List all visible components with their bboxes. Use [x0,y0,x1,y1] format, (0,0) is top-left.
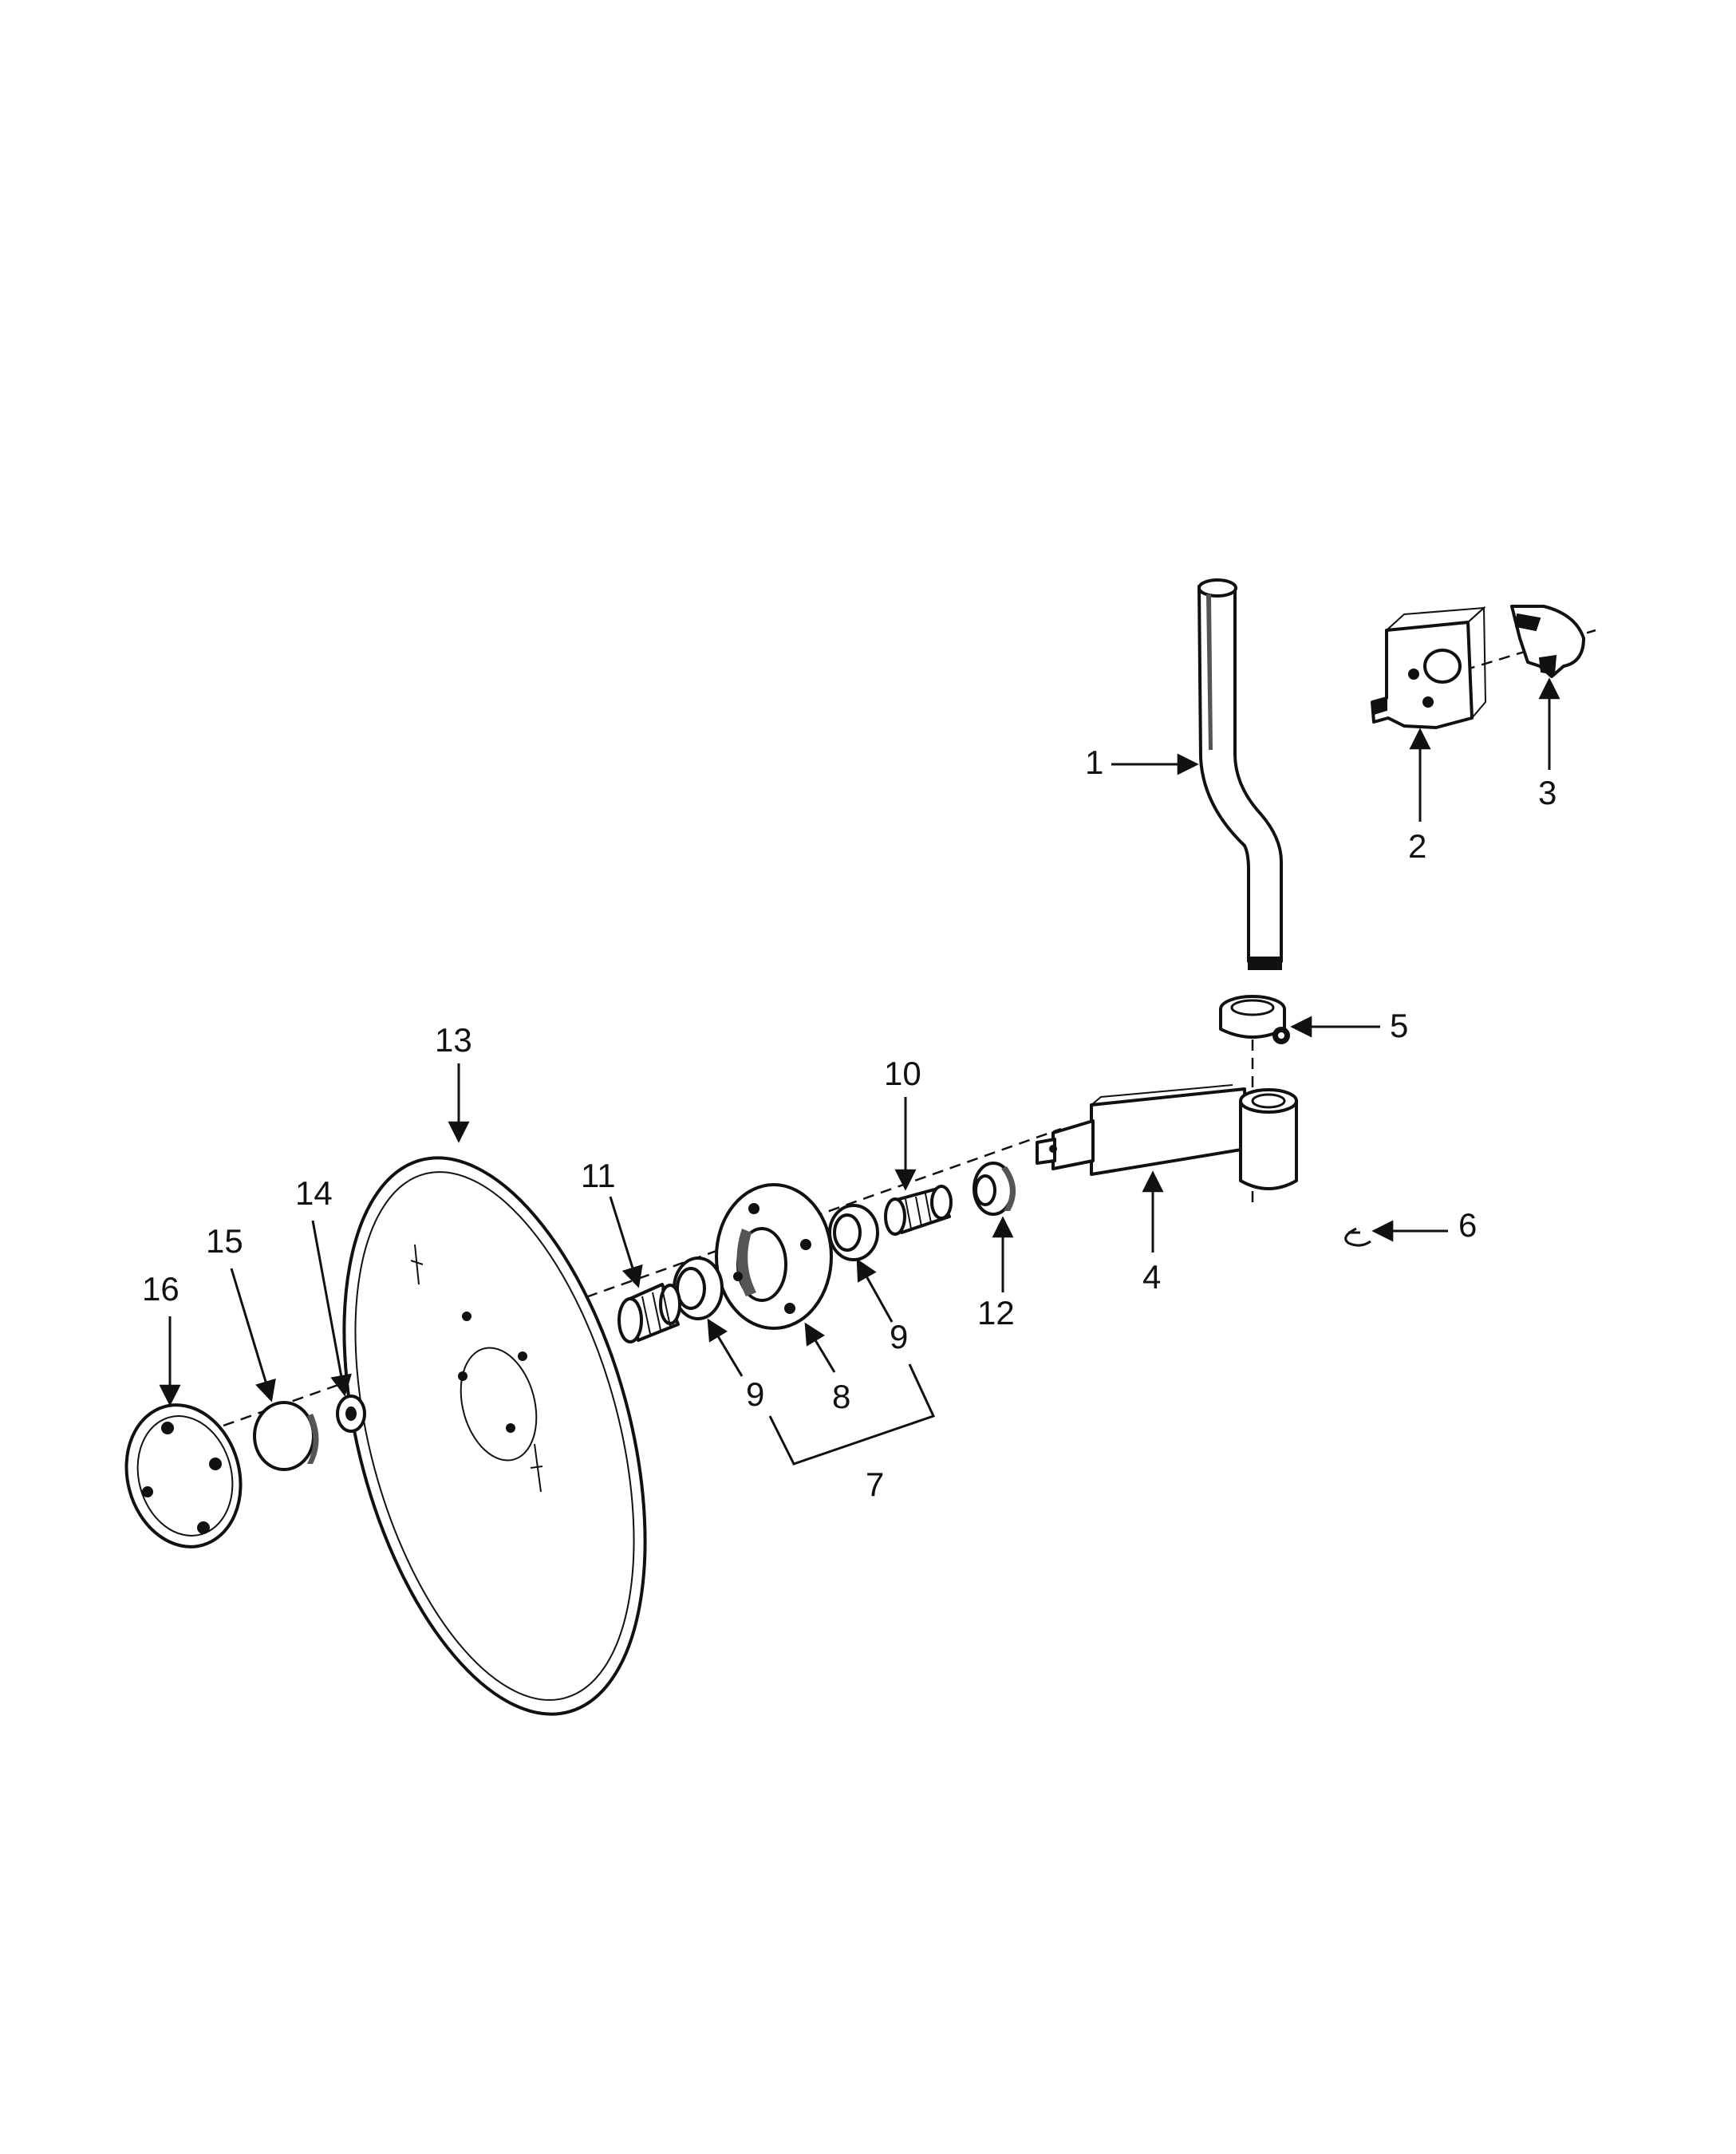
part-bearing-cone-outer [884,1185,953,1236]
callout-14: 14 [295,1174,333,1212]
leader-9-right [856,1258,894,1323]
callout-5: 5 [1390,1007,1408,1044]
part-bearing-cone-inner [617,1283,681,1343]
callout-12: 12 [977,1294,1015,1331]
callout-2: 2 [1408,827,1426,865]
leader-11 [609,1196,643,1288]
part-spindle-arm [1036,1084,1298,1190]
callout-10: 10 [884,1055,921,1092]
leader-14 [311,1220,352,1397]
part-snap-ring [1344,1227,1371,1247]
part-shank [1197,578,1283,970]
callout-11: 11 [581,1157,616,1194]
part-dust-cap [253,1401,319,1471]
part-hub [715,1183,833,1330]
bracket-7 [768,1363,936,1466]
callout-9-right: 9 [890,1318,908,1355]
part-collar [1219,995,1290,1044]
callout-15: 15 [206,1222,243,1260]
part-bearing-cup-outer [828,1204,879,1261]
callout-16: 16 [142,1270,180,1308]
callout-4: 4 [1142,1258,1161,1296]
callout-9-left: 9 [746,1375,764,1413]
callout-6: 6 [1458,1206,1477,1244]
leader-15 [230,1268,276,1402]
part-washer [336,1395,366,1433]
part-bearing-cup-inner [673,1256,724,1320]
part-mounting-block [1371,606,1487,729]
part-seal [973,1162,1016,1216]
callout-13: 13 [435,1021,472,1059]
callouts: 1 2 3 5 4 6 10 12 9 8 9 7 11 [142,677,1560,1503]
leader-9-left [707,1318,744,1377]
leader-8 [804,1322,836,1373]
callout-1: 1 [1085,744,1103,781]
callout-3: 3 [1538,774,1556,811]
part-clamp [1510,605,1585,678]
part-disc-blade [342,1156,647,1716]
part-cover-plate [124,1403,243,1548]
callout-7: 7 [866,1466,884,1503]
callout-8: 8 [832,1378,850,1415]
